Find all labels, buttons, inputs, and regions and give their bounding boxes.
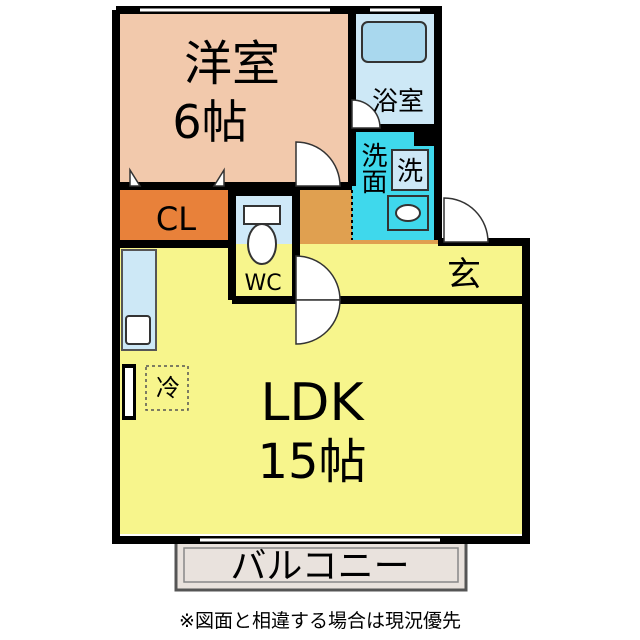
washroom-label: 洗面 (357, 142, 387, 194)
ldk-name: LDK (260, 373, 365, 433)
windows (140, 8, 440, 542)
closet-area (120, 190, 232, 242)
sink-icon (395, 204, 421, 222)
washer-label: 洗 (397, 157, 423, 187)
door-swings (295, 99, 489, 345)
bathtub-icon (361, 21, 427, 63)
disclaimer-note: ※図面と相違する場合は現況優先 (179, 610, 461, 632)
kitchen-sink-icon (125, 315, 151, 345)
fridge-label: 冷 (156, 374, 180, 402)
bath-label: 浴室 (372, 87, 424, 117)
toilet-icon (247, 223, 277, 265)
entrance-label: 玄 (447, 255, 481, 295)
western-room-size: 6帖 (172, 95, 247, 149)
ldk-size: 15帖 (257, 434, 366, 490)
balcony-label: バルコニー (230, 546, 409, 587)
closet-label: CL (156, 200, 196, 238)
washer-box (391, 149, 429, 191)
toilet-tank (243, 205, 281, 225)
sink-box (387, 195, 429, 231)
western-room-name: 洋室 (184, 36, 280, 92)
toilet-label: WC (244, 271, 281, 296)
fridge-space (145, 365, 189, 411)
